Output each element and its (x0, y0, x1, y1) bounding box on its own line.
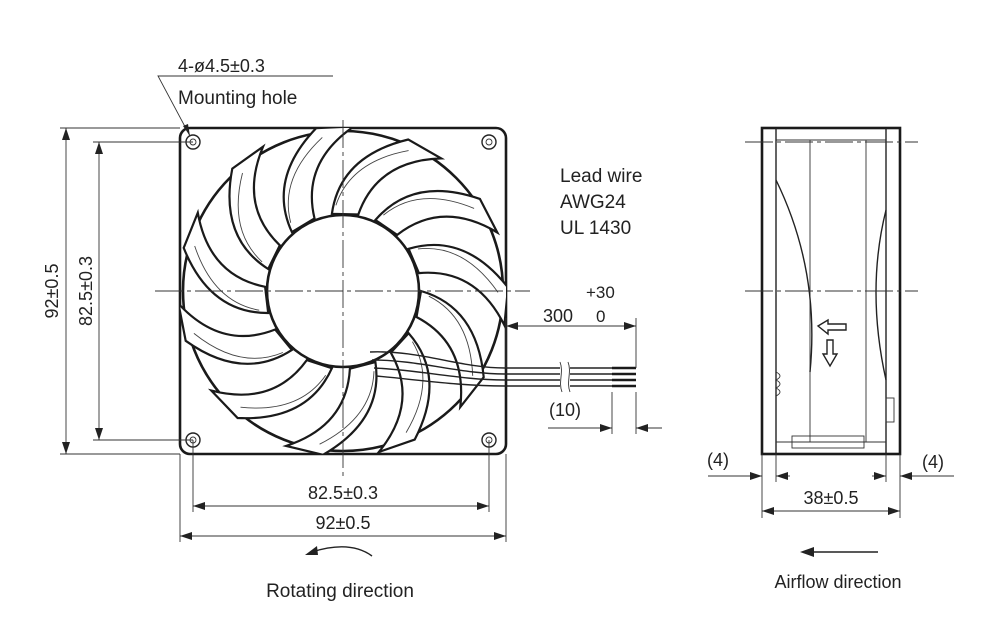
strip-length-dimension: (10) (549, 400, 581, 420)
fan-blade-edge (237, 172, 263, 263)
fan-blade-edge (405, 341, 424, 433)
airflow-direction-label: Airflow direction (774, 572, 901, 592)
fan-blade-edge (417, 247, 499, 293)
lead-wire-tolerance-minus: 0 (596, 307, 605, 326)
depth-dimension: 38±0.5 (804, 488, 859, 508)
mounting-hole-tr (481, 134, 497, 150)
fan-blade-edge (193, 333, 284, 359)
front-view: 4-ø4.5±0.3 Mounting hole 92±0.5 82.5±0.3… (42, 56, 662, 602)
flange-right-dimension: (4) (922, 452, 944, 472)
fan-blade-edge (428, 295, 474, 376)
rotating-direction-arrow (311, 546, 373, 557)
fan-blade (207, 358, 334, 420)
fan-blade-edge (240, 374, 327, 409)
fan-blade (282, 128, 358, 234)
fan-blade (407, 243, 506, 330)
fan-blade (180, 300, 294, 365)
flange-left-dimension: (4) (707, 450, 729, 470)
fan-blade (282, 360, 378, 454)
rotating-direction-label: Rotating direction (266, 581, 414, 602)
airflow-symbol (816, 318, 847, 368)
lead-wire-tolerance-plus: +30 (586, 283, 615, 302)
width-overall-dimension: 92±0.5 (316, 513, 371, 533)
side-view: (4) (4) 38±0.5 Airflow direction (707, 126, 954, 592)
mounting-hole-spec: 4-ø4.5±0.3 (178, 56, 265, 76)
fan-blade-edge (287, 137, 323, 223)
lead-wire-label: Lead wire (560, 166, 642, 187)
fan-blade-edge (383, 198, 475, 216)
height-pitch-dimension: 82.5±0.3 (76, 256, 96, 326)
width-pitch-dimension: 82.5±0.3 (308, 483, 378, 503)
fan-blade (373, 189, 501, 237)
fan-blade-edge (335, 150, 409, 206)
fan-blade (228, 143, 282, 271)
mounting-hole-label: Mounting hole (178, 88, 297, 109)
lead-wire-bundle (369, 351, 636, 393)
lead-wire-length: 300 (543, 306, 573, 326)
height-overall-dimension: 92±0.5 (42, 264, 62, 319)
lead-wire-standard: UL 1430 (560, 218, 631, 239)
fan-blade (182, 208, 270, 315)
fan-blade-edge (194, 245, 260, 311)
lead-wire-gauge: AWG24 (560, 192, 626, 213)
fan-blade-edge (319, 371, 375, 445)
